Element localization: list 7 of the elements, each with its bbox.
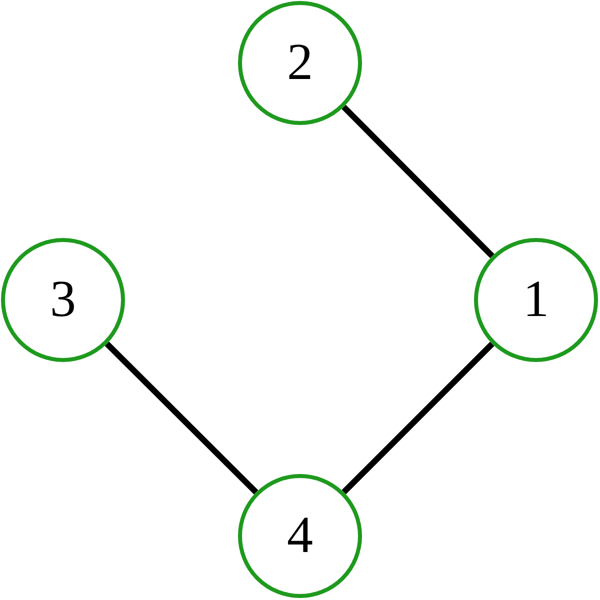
edge-line (342, 104, 494, 258)
node-number: 4 (287, 510, 313, 562)
node-number: 1 (523, 274, 549, 326)
edge-line (104, 342, 258, 494)
edge-line (342, 342, 494, 494)
node-number: 3 (50, 274, 76, 326)
node-number: 2 (287, 37, 313, 89)
